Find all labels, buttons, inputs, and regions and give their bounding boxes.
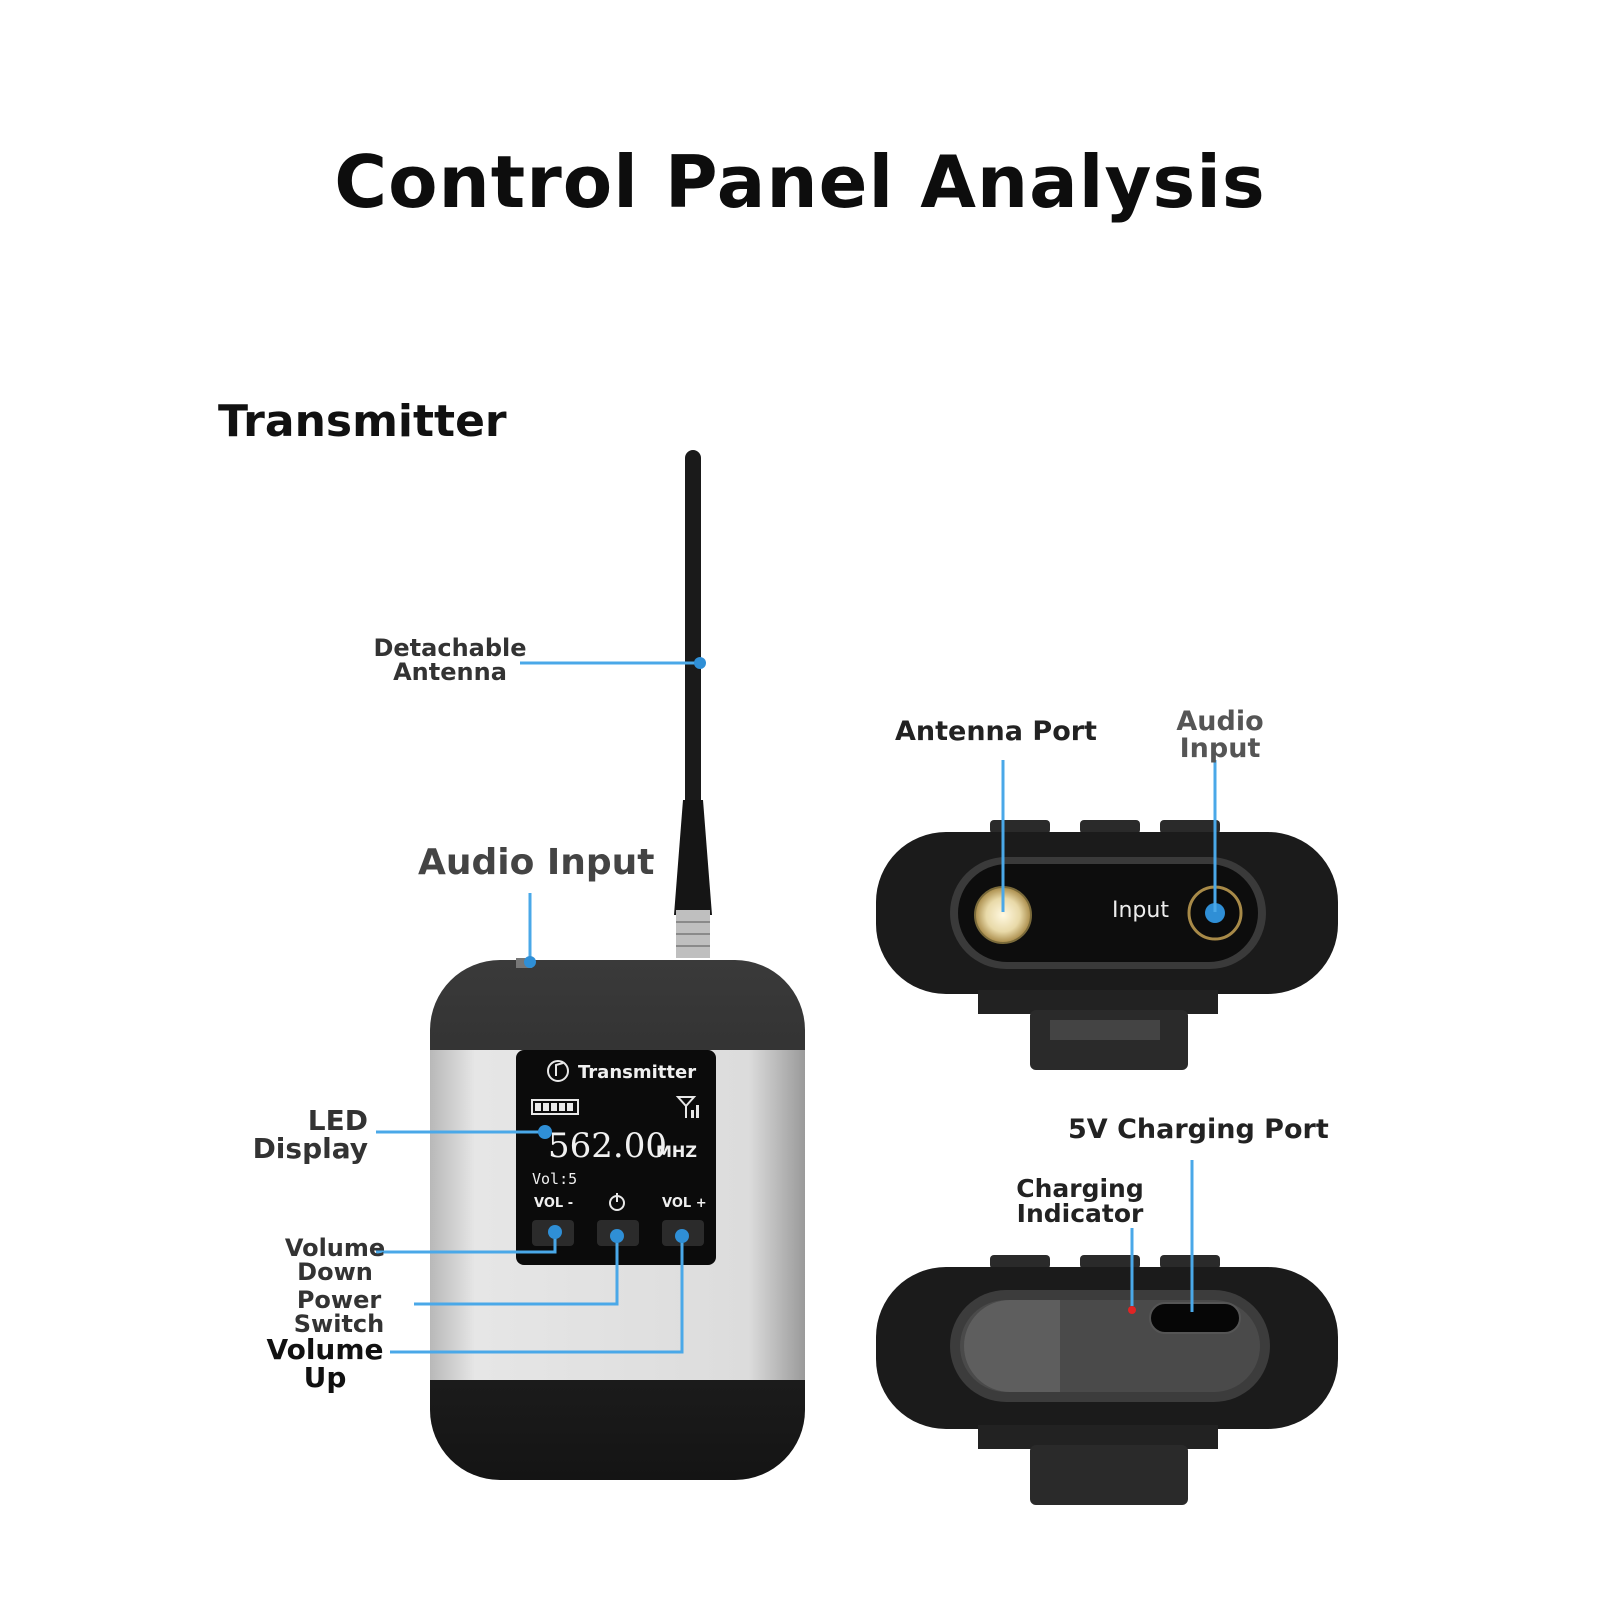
label-audio-input-top: Audio Input [418,842,655,883]
screen-frequency: 562.00 [548,1126,667,1166]
callout-dots [524,657,706,1243]
battery-icon [531,1099,579,1115]
power-icon [609,1193,625,1211]
side-view-top [876,820,1338,1070]
page-title: Control Panel Analysis [334,140,1266,224]
section-title: Transmitter [218,396,507,447]
screen-header: Transmitter [578,1062,697,1083]
label-antenna-port: Antenna Port [895,716,1097,747]
button-label-vol-down: VOL - [534,1196,574,1211]
screen-volume: Vol:5 [532,1170,578,1188]
transmitter-body [430,958,805,1480]
label-charging-port: 5V Charging Port [1068,1114,1329,1145]
side-panel-input-text: Input [1112,898,1169,923]
side-view-bottom [876,1255,1338,1505]
callout-lines [376,661,1217,1354]
screen-unit: MHZ [656,1142,697,1161]
music-note-icon [547,1060,569,1082]
signal-icon [675,1096,699,1118]
button-label-vol-up: VOL + [662,1196,707,1211]
antenna-graphic [674,450,712,958]
